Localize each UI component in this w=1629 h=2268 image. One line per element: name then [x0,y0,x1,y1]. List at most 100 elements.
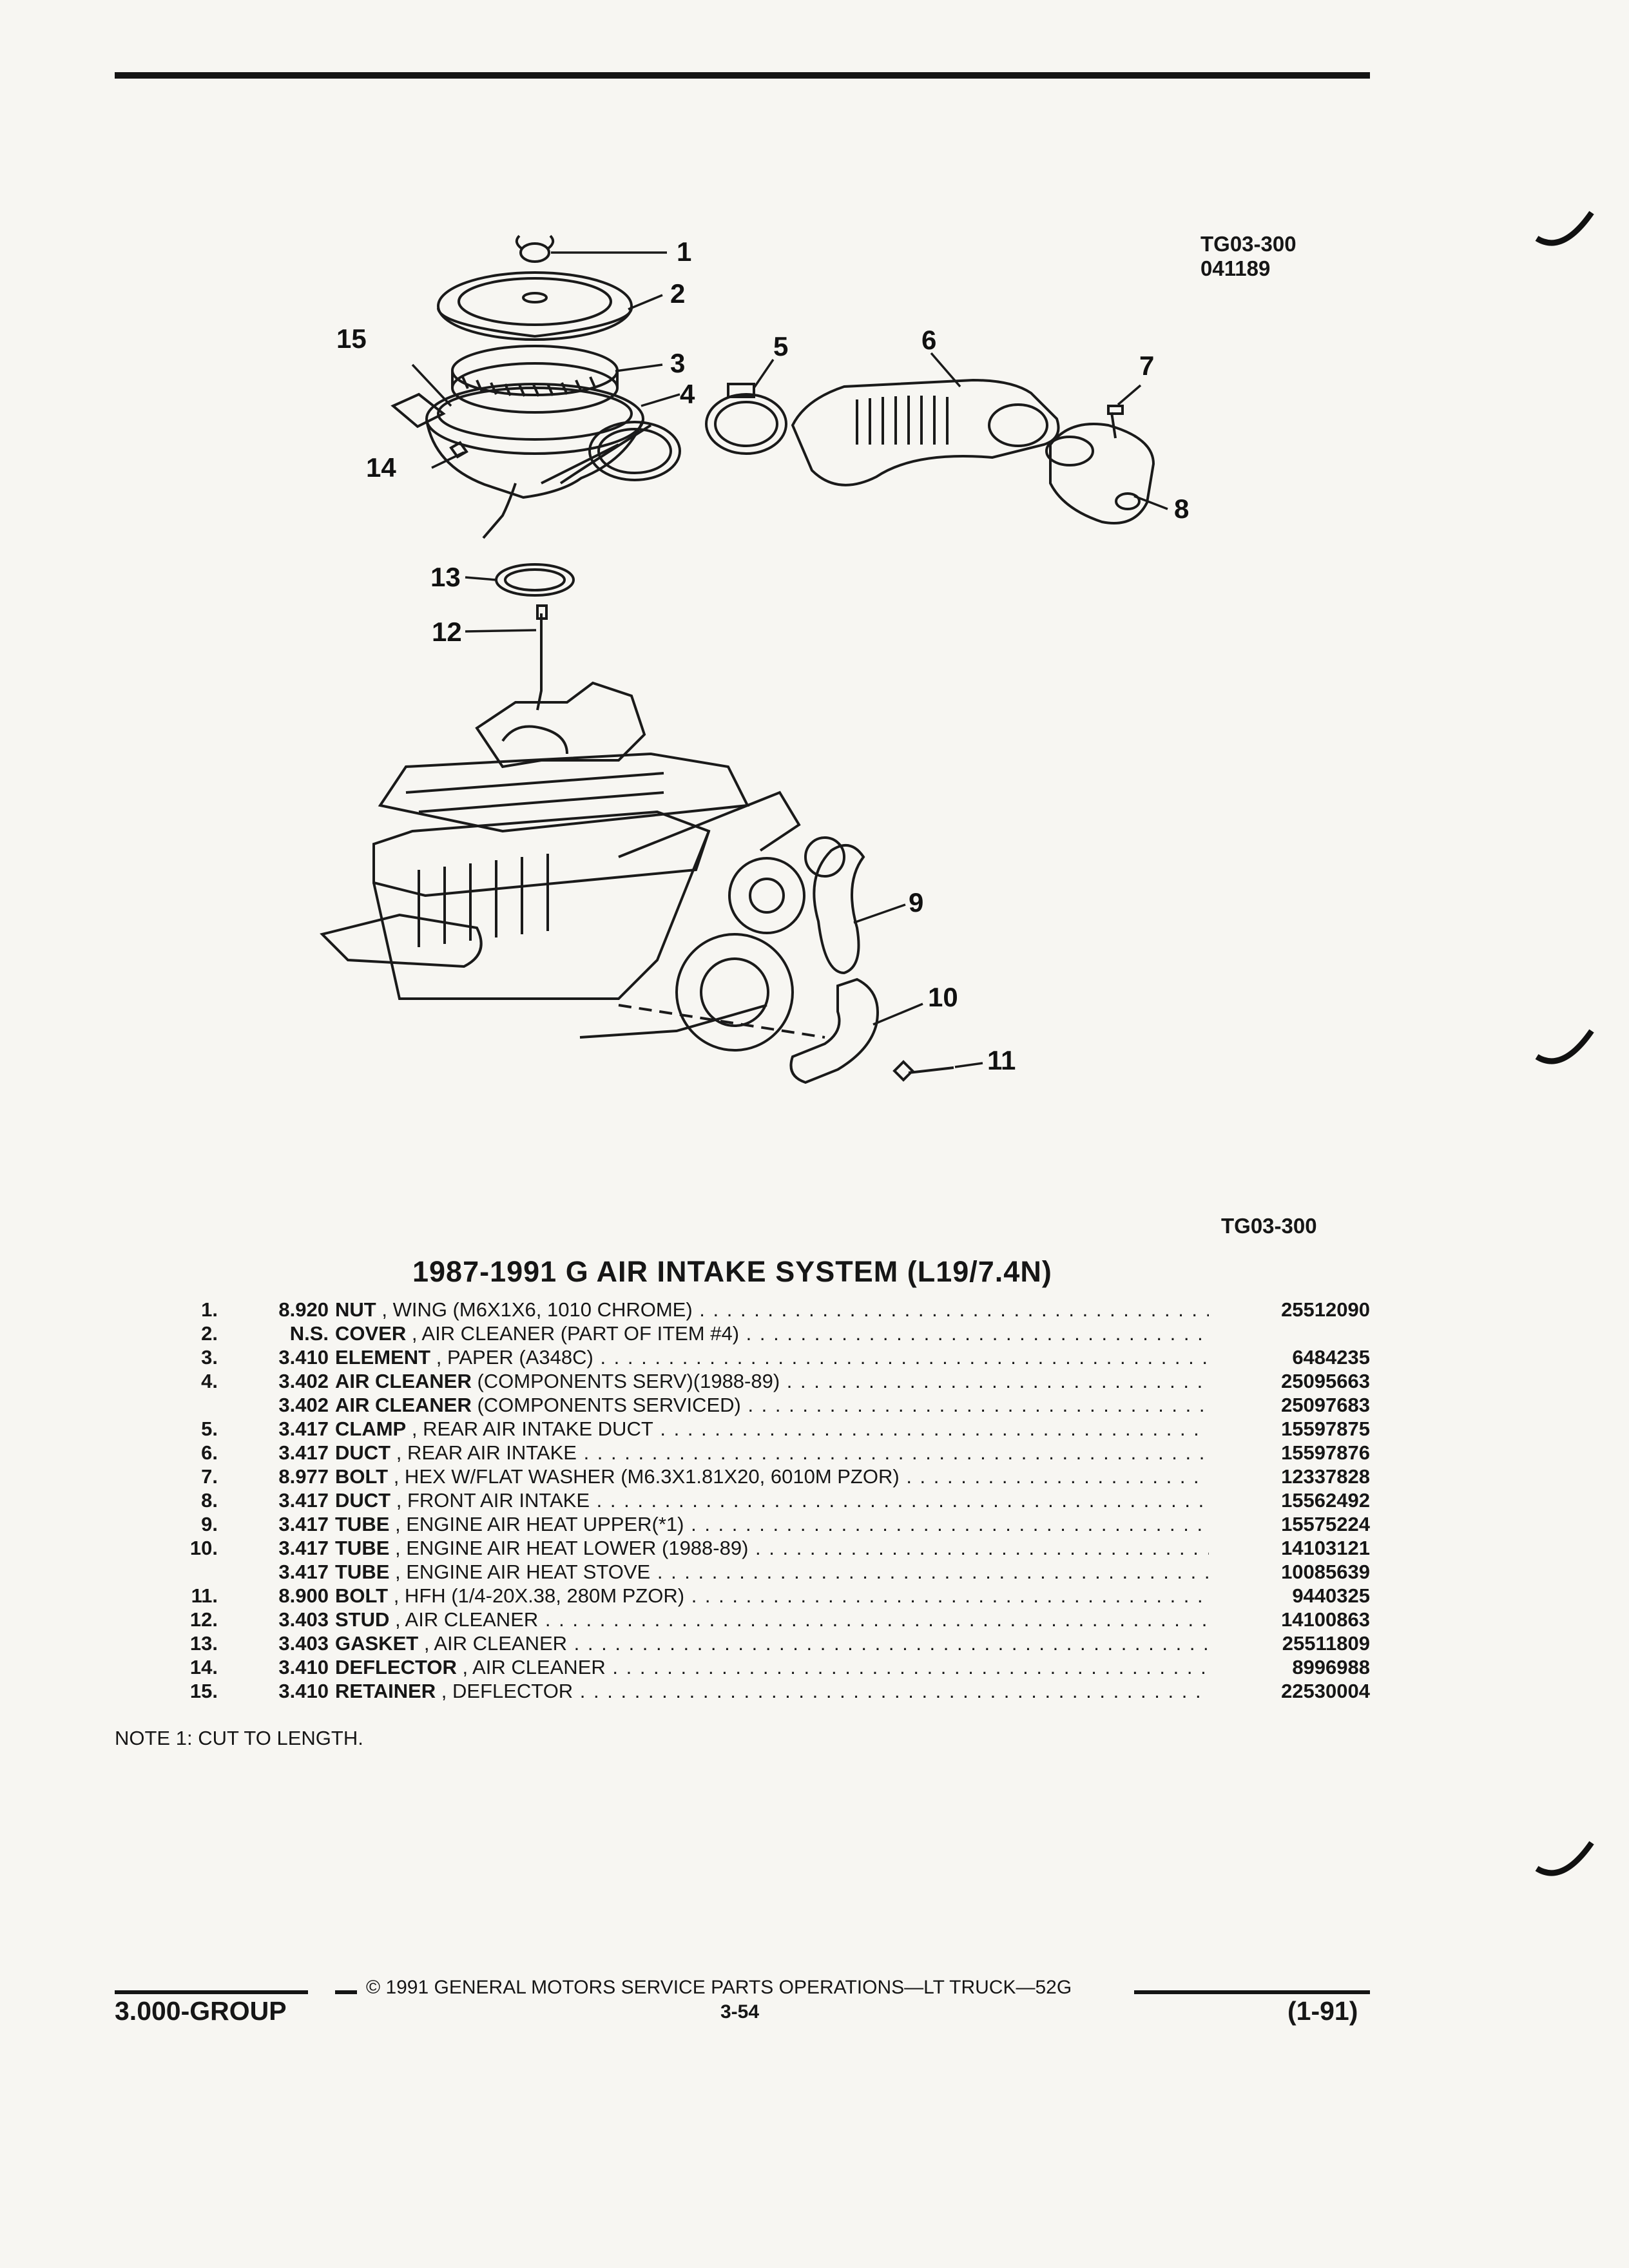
part-number: 8996988 [1215,1655,1370,1679]
part-number: 6484235 [1215,1345,1370,1369]
part-name: RETAINER [335,1680,436,1702]
part-number: 25097683 [1215,1393,1370,1417]
callout-8: 8 [1174,494,1189,524]
part-name: DUCT [335,1489,391,1512]
part-detail: , ENGINE AIR HEAT LOWER (1988-89) [395,1537,749,1559]
item-number: 15. [189,1680,218,1702]
part-name: GASKET [335,1632,419,1655]
group-number: 8.977 [278,1465,329,1488]
part-description: STUD , AIR CLEANER [335,1608,1209,1631]
item-number: 14. [189,1656,218,1678]
item-number: 1. [201,1298,218,1321]
group-number: N.S. [289,1322,329,1345]
revision-label: (1-91) [1287,1996,1358,2026]
part-name: ELEMENT [335,1346,431,1369]
figure-id-code: TG03-300 [1200,232,1296,256]
group-number: 3.417 [278,1441,329,1464]
callout-14: 14 [366,452,396,483]
part-detail: , PAPER (A348C) [436,1346,593,1369]
part-detail: , REAR AIR INTAKE DUCT [411,1418,653,1440]
part-description: TUBE , ENGINE AIR HEAT STOVE [335,1560,1209,1584]
part-detail: , AIR CLEANER (PART OF ITEM #4) [411,1322,740,1345]
part-detail: (COMPONENTS SERV)(1988-89) [477,1370,780,1392]
parts-row: 2. N.S. COVER , AIR CLEANER (PART OF ITEM … [174,1321,1370,1345]
engine-assembly [320,681,845,1052]
part-number: 25095663 [1215,1369,1370,1393]
callout-10: 10 [928,982,958,1012]
group-number: 8.920 [278,1298,329,1321]
part-number: 15562492 [1215,1488,1370,1512]
part-description: RETAINER , DEFLECTOR [335,1679,1209,1703]
item-number: 7. [201,1465,218,1488]
item-number: 6. [201,1441,218,1464]
part-number: 9440325 [1215,1584,1370,1608]
callout-5: 5 [773,331,788,361]
group-number: 3.410 [278,1656,329,1678]
callout-1: 1 [677,236,691,267]
part-number: 14100863 [1215,1608,1370,1631]
binder-mark-middle [1535,1029,1594,1064]
item-number: 12. [189,1608,218,1631]
part-number: 14103121 [1215,1536,1370,1560]
rear-duct-part [791,378,1060,486]
part-description: AIR CLEANER (COMPONENTS SERV)(1988-89) [335,1369,1209,1393]
part-detail: , AIR CLEANER [423,1632,568,1655]
group-number: 3.417 [278,1561,329,1583]
binder-mark-top [1535,211,1594,246]
deflector-part [390,392,446,428]
footer-rule-left [335,1990,357,1994]
part-description: TUBE , ENGINE AIR HEAT UPPER(*1) [335,1512,1209,1536]
figure-reference: TG03-300 [1221,1214,1317,1238]
figure-id: TG03-300 041189 [1200,232,1296,281]
footer-rule-right [1134,1990,1370,1994]
item-number: 2. [201,1322,218,1345]
callout-9: 9 [909,887,923,918]
part-description: DUCT , FRONT AIR INTAKE [335,1488,1209,1512]
part-name: DEFLECTOR [335,1656,457,1678]
lower-heat-tube-part [789,977,879,1084]
part-description: CLAMP , REAR AIR INTAKE DUCT [335,1417,1209,1441]
part-name: NUT [335,1298,376,1321]
parts-list-title: 1987-1991 G AIR INTAKE SYSTEM (L19/7.4N) [412,1255,1052,1288]
part-description: GASKET , AIR CLEANER [335,1631,1209,1655]
part-number: 15597876 [1215,1441,1370,1465]
callout-7: 7 [1139,351,1154,381]
air-cleaner-housing-part [425,383,644,539]
part-description: ELEMENT , PAPER (A348C) [335,1345,1209,1369]
part-name: BOLT [335,1465,389,1488]
part-name: COVER [335,1322,407,1345]
part-name: DUCT [335,1441,391,1464]
front-duct-part [1045,423,1155,524]
stud-part [536,613,543,711]
bolt-7-part [1107,405,1124,439]
part-description: TUBE , ENGINE AIR HEAT LOWER (1988-89) [335,1536,1209,1560]
group-number: 3.417 [278,1513,329,1535]
callout-13: 13 [430,562,461,592]
part-detail: , AIR CLEANER [462,1656,606,1678]
group-number: 3.402 [278,1394,329,1416]
group-number: 8.900 [278,1584,329,1607]
callout-2: 2 [670,278,685,309]
part-description: DEFLECTOR , AIR CLEANER [335,1655,1209,1679]
figure-id-date: 041189 [1200,256,1271,280]
upper-heat-tube-part [813,844,865,975]
group-number: 3.410 [278,1346,329,1369]
group-number: 3.402 [278,1370,329,1392]
part-name: CLAMP [335,1418,407,1440]
part-description: BOLT , HFH (1/4-20X.38, 280M PZOR) [335,1584,1209,1608]
footer-rule-far-left [115,1990,308,1994]
part-description: NUT , WING (M6X1X6, 1010 CHROME) [335,1298,1209,1321]
